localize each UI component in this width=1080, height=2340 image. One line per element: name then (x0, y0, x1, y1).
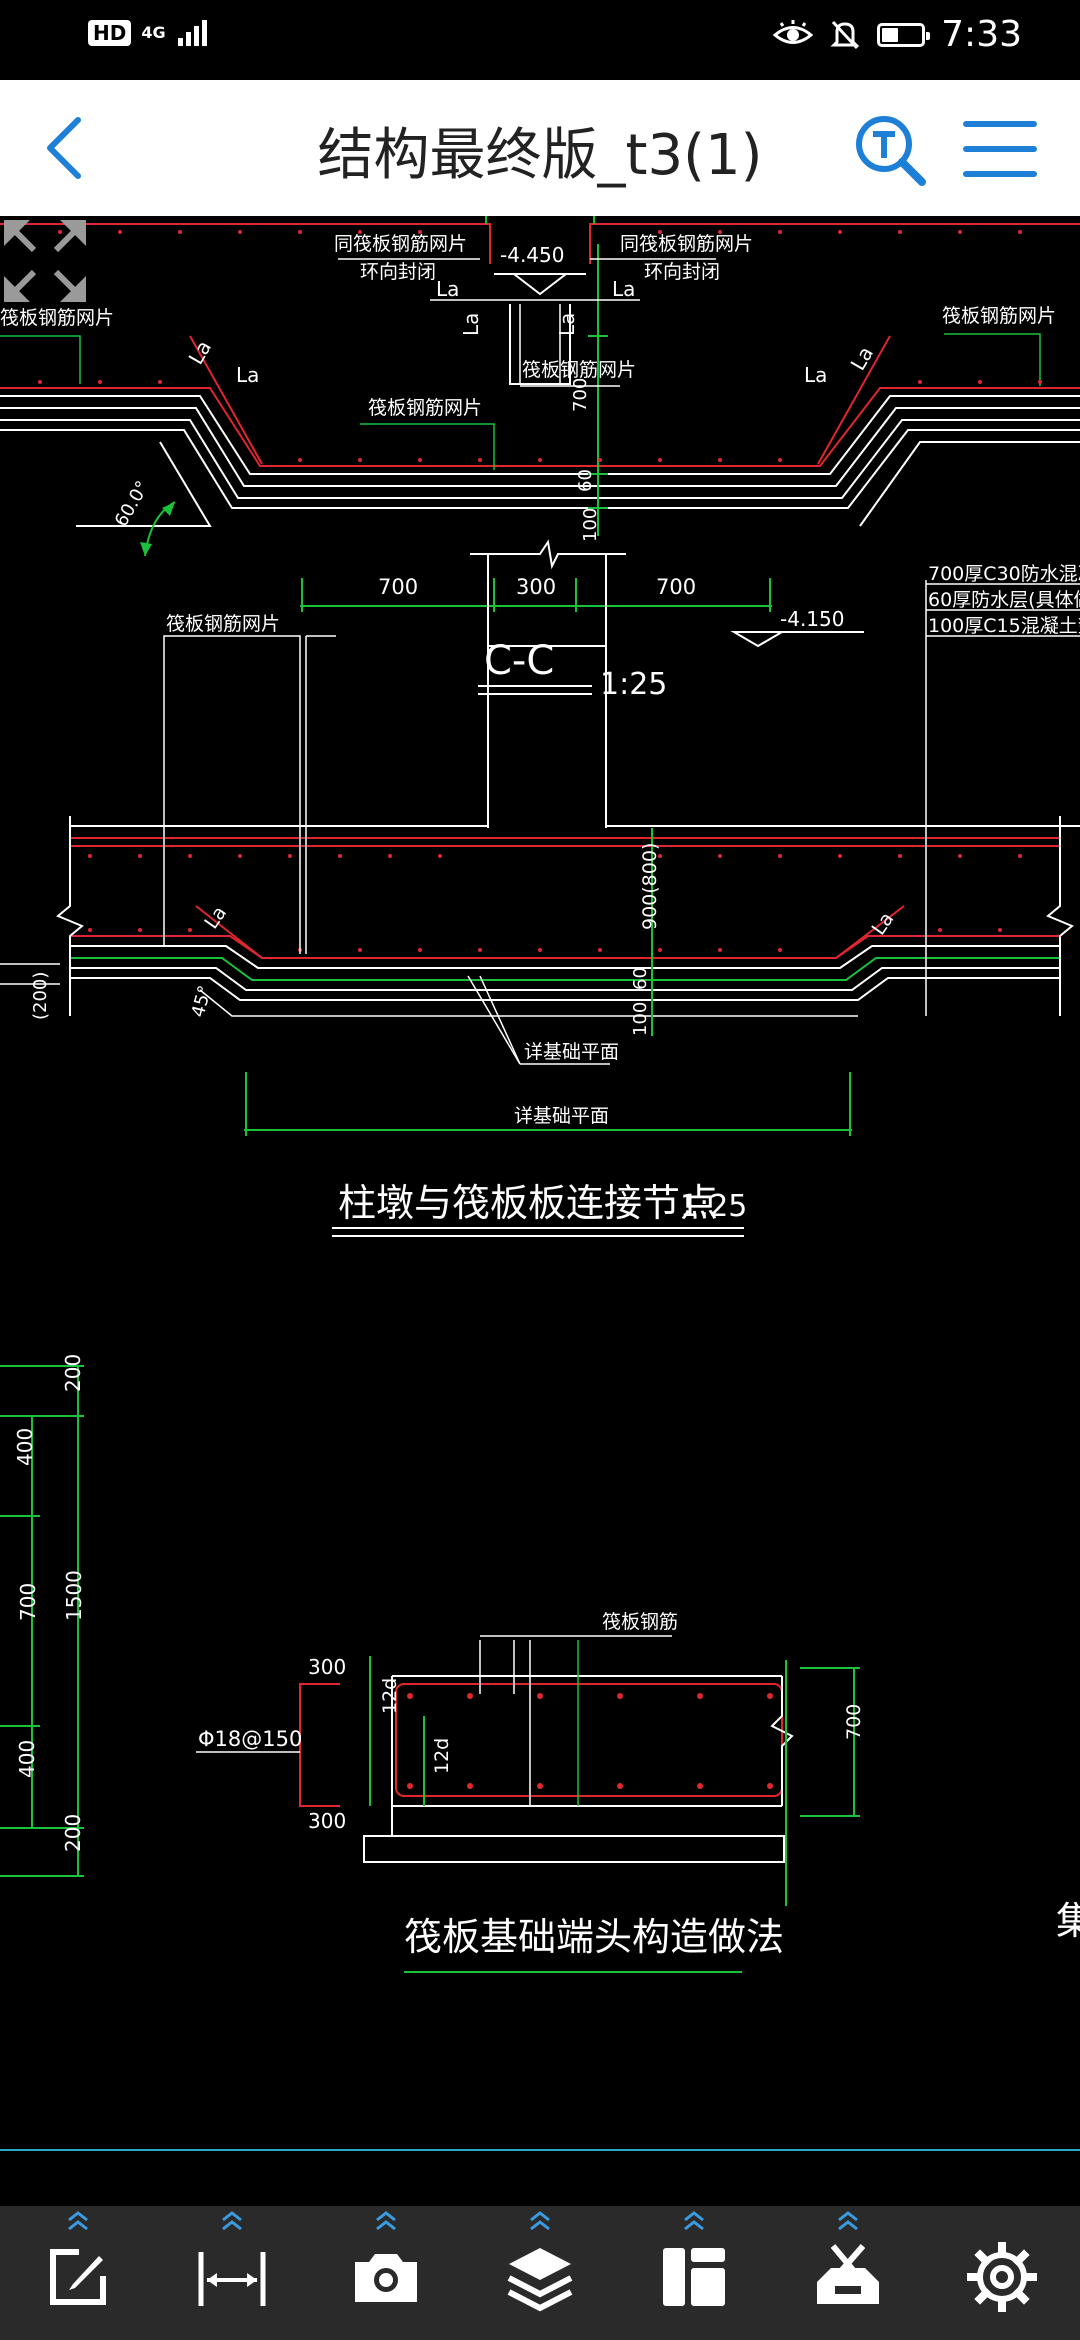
pier-title: 柱墩与筏板板连接节点 (338, 1181, 718, 1225)
title-bar: 结构最终版_t3(1) (0, 80, 1080, 216)
edit-icon (50, 2249, 106, 2305)
edit-tool[interactable] (18, 2206, 138, 2340)
chevron-up-icon (222, 2211, 242, 2231)
left-dim-4: 400 (15, 1740, 39, 1778)
status-left: HD 4G (88, 18, 212, 48)
la-label-2: La (612, 277, 635, 301)
text-search-icon[interactable] (852, 112, 928, 188)
mesh-right: 筏板钢筋网片 (942, 305, 1056, 327)
depth-60: 60 (575, 469, 596, 492)
left-dim-total: 1500 (62, 1570, 86, 1621)
hd-badge: HD (88, 20, 132, 46)
pier-depth: 900(800) (639, 843, 661, 930)
tools-icon (817, 2244, 879, 2304)
mesh-left: 筏板钢筋网片 (0, 307, 114, 329)
note-1: 700厚C30防水混凝土底 (928, 563, 1080, 585)
end-rebar: 筏板钢筋 (602, 1611, 678, 1633)
clipped-title: 集 (1056, 1899, 1080, 1943)
signal-icon (177, 20, 207, 46)
detail-ref-1: 详基础平面 (524, 1041, 619, 1063)
end-12d-b: 12d (431, 1738, 453, 1774)
detail-ref-2: 详基础平面 (514, 1105, 609, 1127)
settings-tool[interactable] (942, 2206, 1062, 2340)
menu-icon[interactable] (960, 114, 1040, 184)
la-slope-right: La (846, 342, 878, 374)
pier-angle: 45° (188, 983, 217, 1019)
status-right: 7:33 (773, 14, 1022, 55)
chevron-up-icon (376, 2211, 396, 2231)
note-2: 60厚防水层(具体做法见 (928, 589, 1080, 611)
angle-label: 60.0° (111, 477, 154, 530)
chevron-up-icon (684, 2211, 704, 2231)
layout-icon (663, 2248, 725, 2306)
mesh-top-right: 同筏板钢筋网片 (620, 233, 753, 255)
cad-drawing[interactable]: -4.450 60.0° 700 60 (0, 216, 1080, 2206)
network-type: 4G (141, 23, 166, 42)
pier-depth-100: 100 (630, 1002, 651, 1036)
layout-tool[interactable] (634, 2206, 754, 2340)
la-right: La (804, 363, 827, 387)
left-dim-2: 400 (13, 1428, 37, 1466)
end-detail: 筏板钢筋 300 300 Φ18@150 12d 12d 700 筏板 (196, 1611, 1080, 1973)
section-title: C-C (484, 638, 554, 684)
back-icon[interactable] (30, 110, 106, 186)
layers-tool[interactable] (480, 2206, 600, 2340)
left-dimension-chain: 200 400 700 400 200 1500 (0, 1354, 86, 1877)
document-title: 结构最终版_t3(1) (317, 123, 763, 188)
drawing-canvas[interactable]: -4.450 60.0° 700 60 (0, 216, 1080, 2206)
mesh-bottom: 筏板钢筋网片 (368, 397, 482, 419)
pier-elevation: -4.150 (780, 607, 844, 631)
dim-3: 700 (656, 575, 696, 599)
elevation-label: -4.450 (500, 243, 564, 267)
la-slope-left: La (184, 336, 216, 368)
layers-icon (507, 2248, 573, 2312)
camera-icon (355, 2254, 417, 2302)
end-title: 筏板基础端头构造做法 (404, 1915, 784, 1959)
mesh-top-left: 同筏板钢筋网片 (334, 233, 467, 255)
status-time: 7:33 (941, 14, 1022, 55)
end-12d-a: 12d (379, 1678, 401, 1714)
left-dim-1: 200 (61, 1354, 85, 1392)
eye-comfort-icon (773, 19, 814, 44)
la-left: La (236, 363, 259, 387)
mesh-center: 筏板钢筋网片 (522, 359, 636, 381)
pier-scale: 1:25 (680, 1189, 747, 1224)
status-bar: HD 4G 7:33 (0, 0, 1080, 80)
end-dim-300-bottom: 300 (308, 1809, 346, 1833)
depth-100: 100 (580, 508, 601, 542)
depth-700: 700 (570, 378, 591, 412)
la-label-4: La (555, 313, 579, 336)
note-3: 100厚C15混凝土垫层 (928, 615, 1080, 637)
la-label-3: La (459, 313, 483, 336)
measure-icon (198, 2252, 266, 2306)
la-label-1: La (436, 277, 459, 301)
battery-icon (877, 22, 931, 47)
pier-detail: La La 900(800) 60 100 筏板钢筋网片 -4.150 (0, 539, 1080, 1237)
dim-2: 300 (516, 575, 556, 599)
chevron-up-icon (530, 2211, 550, 2231)
dim-1: 700 (378, 575, 418, 599)
chevron-up-icon (838, 2211, 858, 2231)
gear-icon (967, 2242, 1037, 2312)
left-dim-3: 700 (16, 1583, 40, 1621)
camera-tool[interactable] (326, 2206, 446, 2340)
pier-left-dim: (200) (30, 972, 51, 1020)
end-dim-300-top: 300 (308, 1655, 346, 1679)
chevron-up-icon (68, 2211, 88, 2231)
end-dim-700: 700 (843, 1704, 865, 1740)
section-scale: 1:25 (600, 667, 667, 702)
fullscreen-icon[interactable] (0, 216, 90, 306)
mute-bell-icon (830, 20, 860, 49)
left-dim-5: 200 (61, 1814, 85, 1852)
tools-tool[interactable] (788, 2206, 908, 2340)
end-bar-spec: Φ18@150 (198, 1727, 302, 1751)
section-cc: -4.450 60.0° 700 60 (0, 216, 1080, 702)
bottom-toolbar (0, 2206, 1080, 2340)
measure-tool[interactable] (172, 2206, 292, 2340)
pier-mesh: 筏板钢筋网片 (166, 613, 280, 635)
pier-depth-60: 60 (630, 967, 651, 990)
seal-left: 环向封闭 (360, 261, 436, 283)
pier-la-left: La (200, 902, 231, 933)
seal-right: 环向封闭 (644, 261, 720, 283)
